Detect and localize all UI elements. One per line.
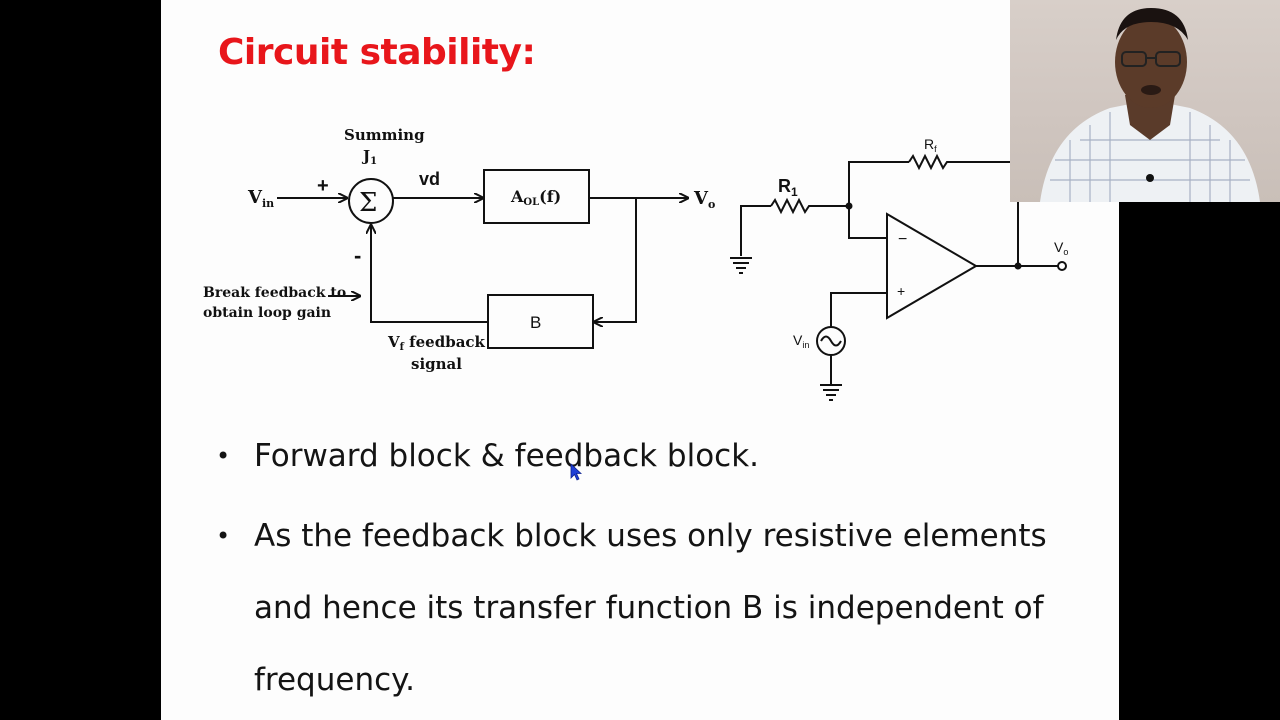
bullet-item: Forward block & feedback block. bbox=[216, 420, 1096, 492]
opamp-labels: R1 Rf − + Vo Vin bbox=[778, 136, 1068, 350]
summing-junction bbox=[348, 178, 394, 224]
input-label: Vin bbox=[247, 187, 274, 210]
slide: Circuit stability: bbox=[161, 0, 1119, 720]
inverting-sign: − bbox=[898, 231, 907, 248]
presenter-head bbox=[1115, 16, 1187, 108]
feedback-signal-line-1: Vf feedback bbox=[387, 333, 486, 353]
summing-label: Summing bbox=[344, 126, 425, 144]
output-terminal bbox=[1057, 261, 1067, 271]
rf-left-wire bbox=[848, 161, 909, 206]
mouse-cursor-icon bbox=[570, 463, 583, 481]
ground-symbol-left bbox=[730, 257, 752, 274]
r1-label: R1 bbox=[778, 176, 798, 199]
summing-sub-label: J1 bbox=[361, 147, 377, 167]
microphone-icon bbox=[1146, 174, 1154, 182]
opamp-triangle bbox=[886, 212, 978, 320]
block-diagram bbox=[277, 169, 688, 349]
rf-resistor bbox=[908, 153, 1021, 171]
break-note-line-1: Break feedback to bbox=[203, 285, 346, 301]
feedback-return-arrow bbox=[371, 225, 488, 323]
feedback-block-label: B bbox=[530, 313, 541, 332]
presenter-neck bbox=[1125, 95, 1175, 140]
sine-icon bbox=[820, 335, 842, 347]
presenter-video bbox=[1040, 8, 1260, 202]
feedback-path bbox=[594, 198, 637, 322]
block-diagram-labels: Summing J1 Σ Vin + - vd AOL(f) B Vo Brea… bbox=[203, 126, 715, 373]
forward-block bbox=[483, 169, 590, 224]
presenter-mouth bbox=[1141, 85, 1161, 95]
minus-sign: - bbox=[354, 243, 361, 268]
sigma-symbol: Σ bbox=[359, 188, 377, 218]
noninverting-sign: + bbox=[897, 283, 905, 299]
opamp-circuit bbox=[730, 153, 1067, 401]
bullet-item: As the feedback block uses only resistiv… bbox=[216, 500, 1096, 716]
diagrams: Summing J1 Σ Vin + - vd AOL(f) B Vo Brea… bbox=[203, 126, 1068, 401]
slide-title: Circuit stability: bbox=[218, 32, 536, 73]
presenter-webcam bbox=[1010, 0, 1280, 202]
break-note-line-2: obtain loop gain bbox=[203, 305, 331, 321]
opamp-dots bbox=[845, 202, 1022, 270]
output-label: Vo bbox=[693, 188, 715, 211]
bullet-list: Forward block & feedback block. As the f… bbox=[216, 420, 1096, 716]
vout-label: Vo bbox=[1054, 239, 1068, 257]
presenter-shirt bbox=[1040, 100, 1260, 202]
error-label: vd bbox=[419, 169, 440, 189]
r1-ground-wire bbox=[740, 205, 771, 256]
plus-sign: + bbox=[317, 175, 329, 197]
ground-symbol-bottom bbox=[820, 384, 842, 401]
feedback-signal-line-2: signal bbox=[411, 355, 462, 373]
rf-label: Rf bbox=[924, 136, 937, 154]
forward-block-label: AOL(f) bbox=[510, 187, 561, 208]
glasses-icon bbox=[1121, 51, 1181, 67]
inverting-wire bbox=[848, 206, 887, 239]
noninverting-wire bbox=[830, 292, 887, 327]
vin-label: Vin bbox=[793, 332, 809, 350]
presenter-hair bbox=[1116, 8, 1188, 40]
r1-resistor bbox=[770, 197, 849, 215]
